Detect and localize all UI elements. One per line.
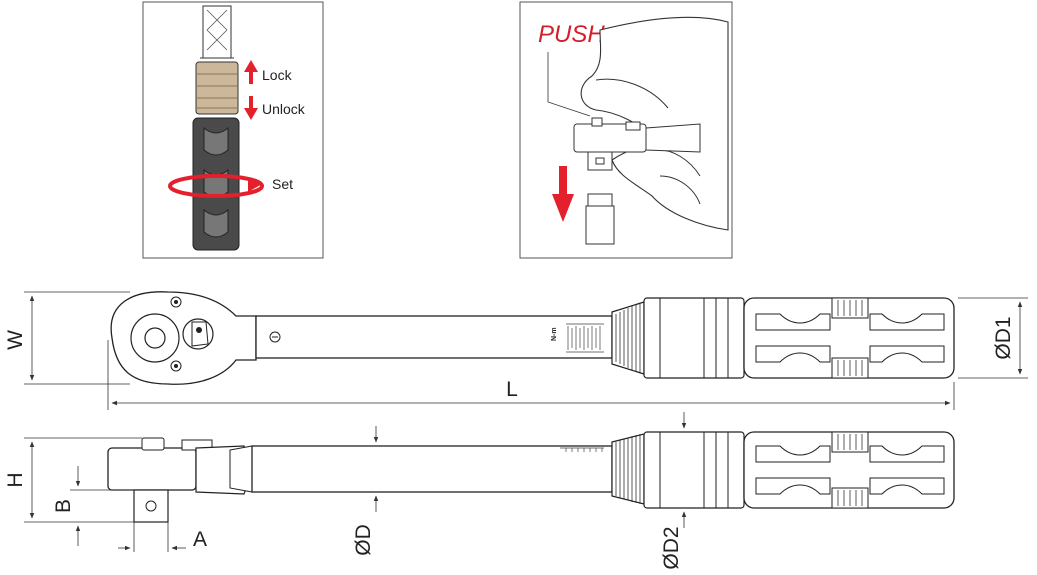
dim-w-label: W <box>4 330 27 350</box>
lock-label: Lock <box>262 67 293 83</box>
square-drive <box>133 489 169 523</box>
inset-grip <box>192 117 240 251</box>
wrench-side-view <box>107 431 955 523</box>
dim-b-label: B <box>52 499 75 513</box>
rotate-set-arrow <box>168 174 264 198</box>
inset-lock-set: Lock Unlock Set <box>142 1 324 259</box>
dim-d2-label: ØD2 <box>660 526 683 569</box>
unlock-label: Unlock <box>262 101 306 117</box>
set-label: Set <box>272 176 293 192</box>
dim-d-label: ØD <box>352 524 375 556</box>
inset-shaft <box>200 5 234 59</box>
dim-l-label: L <box>506 378 518 401</box>
dim-d1-label: ØD1 <box>992 316 1015 359</box>
wrench-shaft-side <box>251 445 613 493</box>
unlock-arrow-down-icon <box>244 96 258 120</box>
hand-illustration <box>580 16 729 231</box>
ratchet-head-top <box>110 291 257 385</box>
locking-collar <box>195 61 239 115</box>
wrench-shaft-top <box>255 315 613 359</box>
inset-ratchet-head <box>573 117 701 171</box>
push-leader-line <box>547 52 591 117</box>
grip-handle-side <box>743 431 955 509</box>
lock-collar-side <box>643 431 745 509</box>
release-arrow-down-icon <box>552 166 574 222</box>
push-label: PUSH <box>538 21 605 48</box>
scale-unit-label: N-m <box>551 327 558 341</box>
dim-h-label: H <box>4 472 27 487</box>
released-socket <box>585 193 615 245</box>
adjuster-knurl-top <box>611 301 645 375</box>
wrench-top-view: N-m <box>110 291 955 385</box>
lock-arrow-up-icon <box>244 60 258 84</box>
torque-scale-top: N-m <box>551 323 604 353</box>
adjuster-knurl-side <box>611 433 645 505</box>
inset-push-release: PUSH <box>519 1 733 259</box>
dim-a-label: A <box>193 528 207 551</box>
lock-collar-top <box>643 297 745 379</box>
ratchet-head-side <box>107 437 253 495</box>
dimension-lines <box>24 291 1028 552</box>
grip-handle-top <box>743 297 955 379</box>
